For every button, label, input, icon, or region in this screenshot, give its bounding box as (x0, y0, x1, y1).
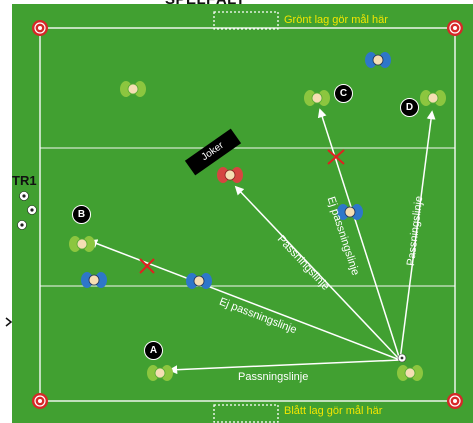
goal-bottom-label: Blått lag gör mål här (284, 405, 382, 417)
pass-label-a: Passningslinje (238, 371, 308, 383)
ball-icon (28, 206, 37, 215)
corner-cone-top-right (447, 20, 463, 36)
marker-b: B (72, 205, 91, 224)
ball-icon (20, 192, 29, 201)
side-arrow-icon (6, 318, 11, 326)
diagram-title: SPELFÄLT (165, 0, 245, 8)
ball-icon (18, 221, 27, 230)
goal-top-label: Grönt lag gör mål här (284, 14, 388, 26)
marker-d: D (400, 98, 419, 117)
station-label: TR1 (12, 173, 37, 188)
corner-cone-bottom-right (447, 393, 463, 409)
ball-icon (398, 354, 406, 362)
corner-cone-top-left (32, 20, 48, 36)
corner-cone-bottom-left (32, 393, 48, 409)
marker-a: A (144, 341, 163, 360)
marker-c: C (334, 84, 353, 103)
